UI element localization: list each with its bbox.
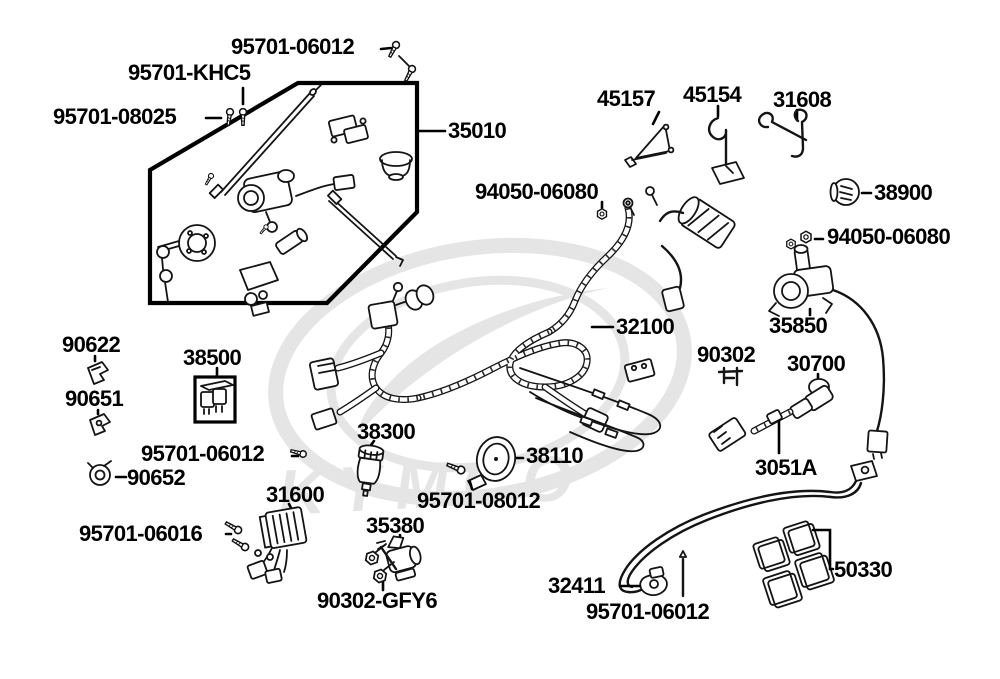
screws-95701-06016 <box>223 519 251 553</box>
part-label-95701-06012-mid: 95701-06012 <box>141 441 265 466</box>
ground-cable-3051a-32411 <box>618 460 878 597</box>
screw-95701-khc5 <box>238 86 248 127</box>
part-label-45154: 45154 <box>683 82 742 107</box>
part-label-90652: 90652 <box>127 465 186 490</box>
ignition-coil-35850 <box>768 244 889 460</box>
part-label-94050-06080-upper: 94050-06080 <box>475 179 599 204</box>
part-label-38110: 38110 <box>526 443 584 468</box>
part-label-94050-06080-right: 94050-06080 <box>827 224 951 249</box>
part-label-32100: 32100 <box>616 314 675 339</box>
part-label-31608: 31608 <box>773 87 832 112</box>
plug-38900 <box>829 178 873 206</box>
part-label-32411: 32411 <box>548 573 606 598</box>
part-label-35850: 35850 <box>769 313 828 338</box>
bolt-95701-06012-bottom <box>678 550 688 598</box>
part-label-90302-gfy6: 90302-GFY6 <box>317 588 438 613</box>
clip-90651 <box>89 408 111 436</box>
cushions-50330 <box>752 520 835 609</box>
part-label-31600: 31600 <box>266 482 325 507</box>
regulator-31600 <box>246 502 308 584</box>
relay-38300 <box>356 439 385 497</box>
part-label-95701-08025: 95701-08025 <box>53 104 177 129</box>
screw-95701-08025 <box>204 107 235 127</box>
part-label-95701-06012-bottom: 95701-06012 <box>586 599 710 624</box>
part-label-90622: 90622 <box>62 332 121 357</box>
spark-plug-cap-30700 <box>708 372 834 452</box>
bolt-95701-08012 <box>445 460 474 491</box>
part-label-38900: 38900 <box>874 180 933 205</box>
part-label-38300: 38300 <box>357 419 416 444</box>
horn-38110 <box>467 436 525 491</box>
nuts-94050-06080-right <box>786 230 825 250</box>
clamp-90302 <box>717 366 744 387</box>
screw-95701-06012-mid <box>289 446 308 459</box>
part-label-95701-08012: 95701-08012 <box>417 488 541 513</box>
switch-35380 <box>376 533 422 582</box>
clip-90622 <box>87 354 109 385</box>
part-label-45157: 45157 <box>597 86 656 111</box>
part-label-35380: 35380 <box>366 513 425 538</box>
bracket-45157 <box>624 110 675 168</box>
part-label-3051a: 3051A <box>755 455 817 480</box>
bracket-45154 <box>707 104 745 185</box>
nuts-90302-gfy6 <box>364 543 395 592</box>
part-label-95701-06016: 95701-06016 <box>79 521 203 546</box>
bracket-31608 <box>757 108 808 158</box>
part-label-95701-06012-top: 95701-06012 <box>231 34 355 59</box>
ignition-switch-box-35010 <box>147 80 420 317</box>
part-label-35010: 35010 <box>448 118 507 143</box>
part-label-90302: 90302 <box>697 342 756 367</box>
part-label-30700: 30700 <box>787 351 846 376</box>
top-screws-95701-06012 <box>379 39 418 84</box>
part-label-90651: 90651 <box>65 386 124 411</box>
part-label-95701-khc5: 95701-KHC5 <box>128 60 251 85</box>
wire-harness-32100 <box>309 186 736 453</box>
part-label-50330: 50330 <box>834 557 893 582</box>
nut-94050-06080-upper <box>596 200 608 220</box>
clip-90652 <box>87 460 128 486</box>
relay-38500 <box>193 366 237 424</box>
part-label-38500: 38500 <box>183 345 242 370</box>
